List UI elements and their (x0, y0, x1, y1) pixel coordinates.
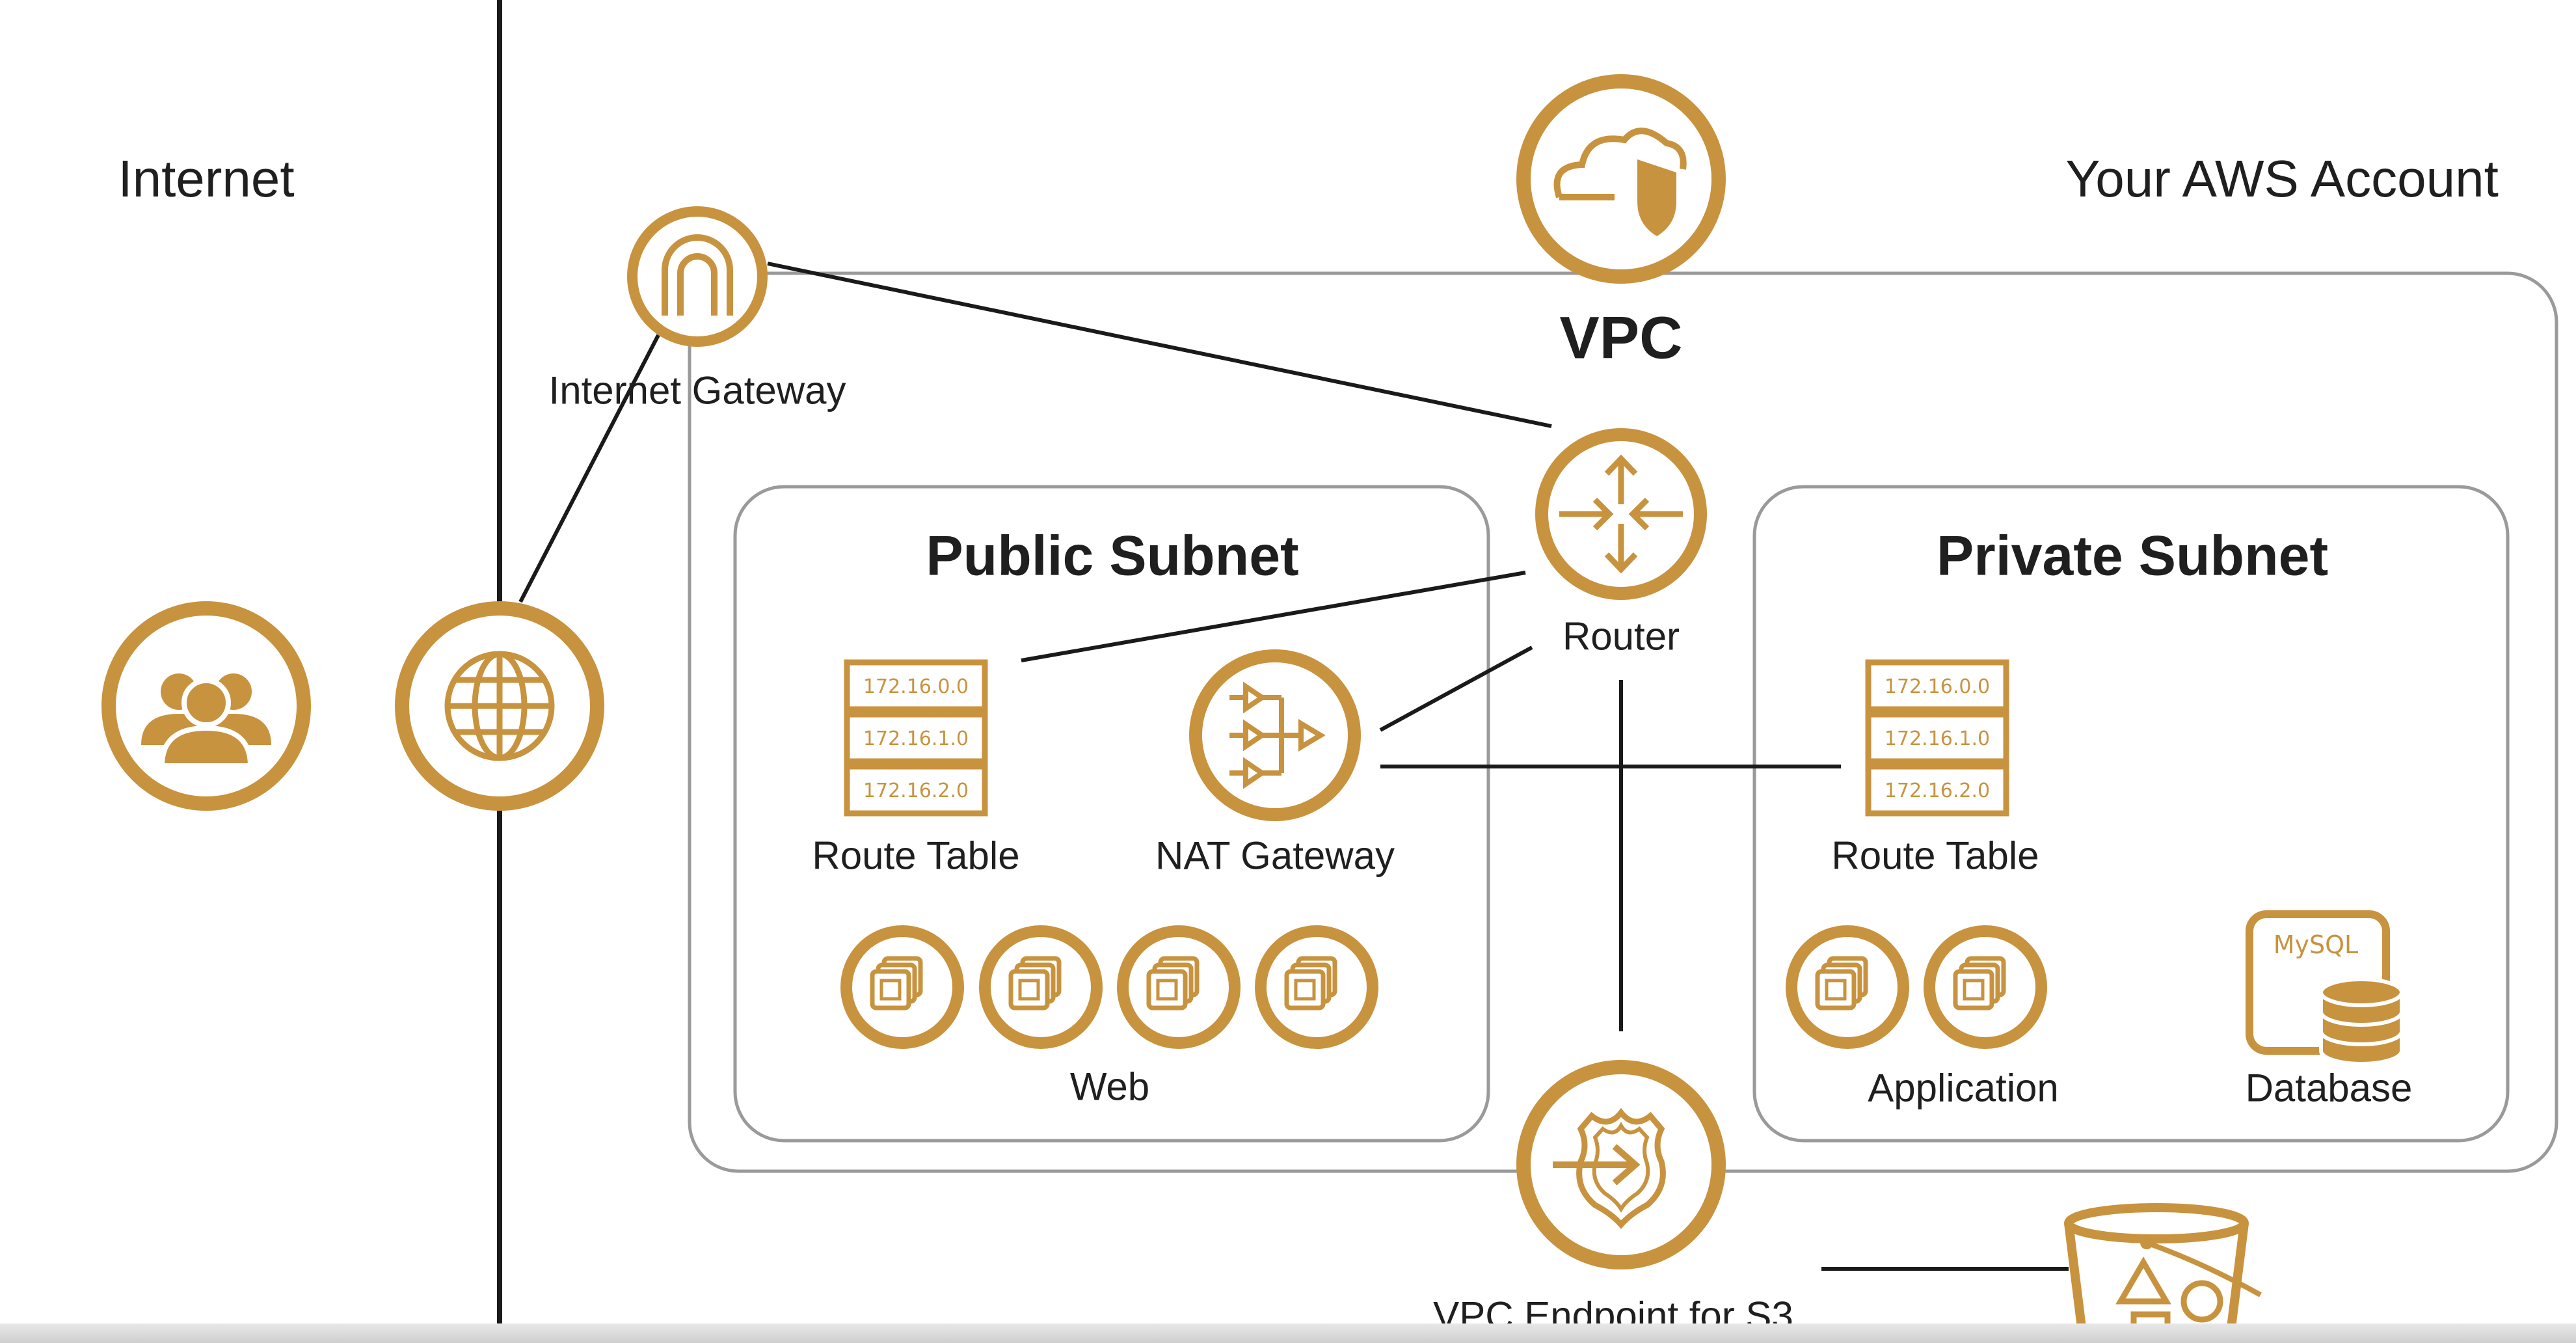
route-entry: 172.16.1.0 (1885, 727, 1990, 750)
vpc-endpoint-shield-icon[interactable] (1516, 1060, 1726, 1269)
application-tier-label: Application (1868, 1066, 2059, 1110)
route-entry: 172.16.1.0 (863, 727, 969, 750)
internet-gateway-label: Internet Gateway (548, 368, 846, 413)
ec2-instance-icon[interactable] (1123, 931, 1235, 1043)
internet-zone-label: Internet (118, 150, 295, 208)
public-route-table-label: Route Table (812, 834, 1020, 878)
private-subnet-title: Private Subnet (1936, 524, 2329, 588)
route-entry: 172.16.0.0 (1885, 675, 1990, 698)
video-control-strip (0, 1323, 2576, 1343)
ec2-instance-icon[interactable] (1791, 931, 1903, 1043)
s3-bucket-icon[interactable] (2064, 1203, 2262, 1343)
route-entry: 172.16.2.0 (1885, 780, 1990, 802)
route-table-icon[interactable]: 172.16.0.0 172.16.1.0 172.16.2.0 (1865, 659, 2009, 817)
router-label: Router (1562, 614, 1680, 658)
ec2-instance-icon[interactable] (1929, 931, 2041, 1043)
nat-gateway-icon[interactable] (1189, 649, 1361, 821)
ec2-instance-icon[interactable] (985, 931, 1097, 1043)
igw-to-router-line (767, 262, 1552, 428)
gateway-arch-icon[interactable] (627, 206, 768, 347)
users-icon (101, 601, 311, 811)
route-table-icon[interactable]: 172.16.0.0 172.16.1.0 172.16.2.0 (844, 659, 988, 817)
router-to-nat-line (1379, 645, 1533, 732)
route-entry: 172.16.0.0 (863, 675, 969, 698)
aws-account-label: Your AWS Account (2065, 150, 2499, 208)
router-to-public-route-table-line (1021, 571, 1526, 662)
public-subnet-title: Public Subnet (926, 524, 1299, 588)
vpc-title: VPC (1559, 305, 1683, 372)
private-route-table-label: Route Table (1831, 834, 2039, 878)
globe-to-igw-line (518, 334, 660, 603)
vpc-cloud-shield-icon (1516, 74, 1726, 284)
route-entry: 172.16.2.0 (863, 780, 969, 802)
database-label: Database (2245, 1066, 2413, 1110)
ec2-instance-icon[interactable] (846, 931, 958, 1043)
router-arrows-icon[interactable] (1535, 428, 1707, 600)
private-subnet-container (1752, 485, 2510, 1143)
connection-lines (518, 262, 2069, 1271)
public-subnet-container (733, 485, 1490, 1143)
ec2-instance-icon[interactable] (1261, 931, 1373, 1043)
database-engine-label: MySQL (2274, 930, 2358, 959)
globe-icon (395, 601, 604, 811)
nat-gateway-label: NAT Gateway (1155, 834, 1395, 878)
web-tier-label: Web (1069, 1065, 1150, 1109)
mysql-database-icon[interactable]: MySQL (2246, 910, 2404, 1066)
